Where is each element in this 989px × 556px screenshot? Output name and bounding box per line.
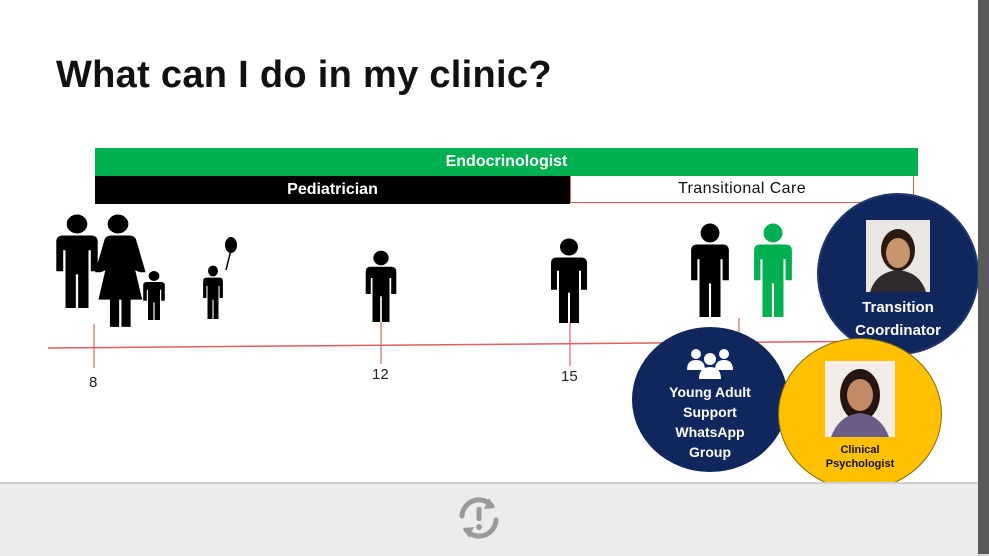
support-group-line-2: Support (683, 403, 737, 420)
family-figures (56, 214, 165, 327)
psychologist-line-2: Psychologist (825, 458, 895, 470)
transitional-care-bar: Transitional Care (570, 176, 914, 203)
support-group-line-3: WhatsApp (675, 423, 745, 440)
age-label-8: 8 (89, 374, 98, 391)
age-label-12: 12 (372, 366, 389, 383)
transitional-care-label: Transitional Care (677, 180, 807, 197)
support-group-line-4: Group (689, 443, 731, 460)
refresh-alert-icon[interactable] (453, 492, 505, 544)
psychologist-photo (825, 361, 895, 437)
pediatrician-label: Pediatrician (287, 181, 378, 198)
support-group-line-1: Young Adult (669, 383, 751, 400)
preteen-figure (365, 250, 397, 322)
support-group-circle: Young Adult Support WhatsApp Group (632, 327, 788, 472)
psychologist-line-1: Clinical (840, 444, 880, 456)
young-adult-green-figure (754, 223, 792, 317)
timeline-axis (47, 340, 901, 349)
psychologist-label: Clinical Psychologist (826, 443, 894, 471)
endocrinologist-bar: Endocrinologist (95, 148, 918, 176)
age-label-15: 15 (561, 368, 578, 385)
bottom-toolbar (0, 482, 978, 556)
coordinator-photo (866, 220, 930, 292)
psychologist-portrait (825, 361, 895, 437)
support-group-label: Young Adult Support WhatsApp Group (669, 382, 751, 462)
endocrinologist-label: Endocrinologist (445, 153, 568, 170)
people-group-icon (687, 348, 733, 379)
window-right-edge (978, 0, 989, 554)
young-adult-figure (691, 223, 729, 317)
slide-title: What can I do in my clinic? (56, 54, 552, 96)
transition-coordinator-label: Transition Coordinator (855, 299, 941, 339)
teen-figure (551, 238, 587, 323)
pediatrician-bar: Pediatrician (95, 176, 570, 204)
coordinator-portrait (866, 220, 930, 292)
clinical-psychologist-circle: Clinical Psychologist (778, 338, 942, 482)
transition-coordinator-circle: Transition Coordinator (817, 193, 978, 355)
child-with-balloon-figure (203, 237, 237, 319)
slide: What can I do in my clinic? Endocrinolog… (0, 0, 978, 482)
